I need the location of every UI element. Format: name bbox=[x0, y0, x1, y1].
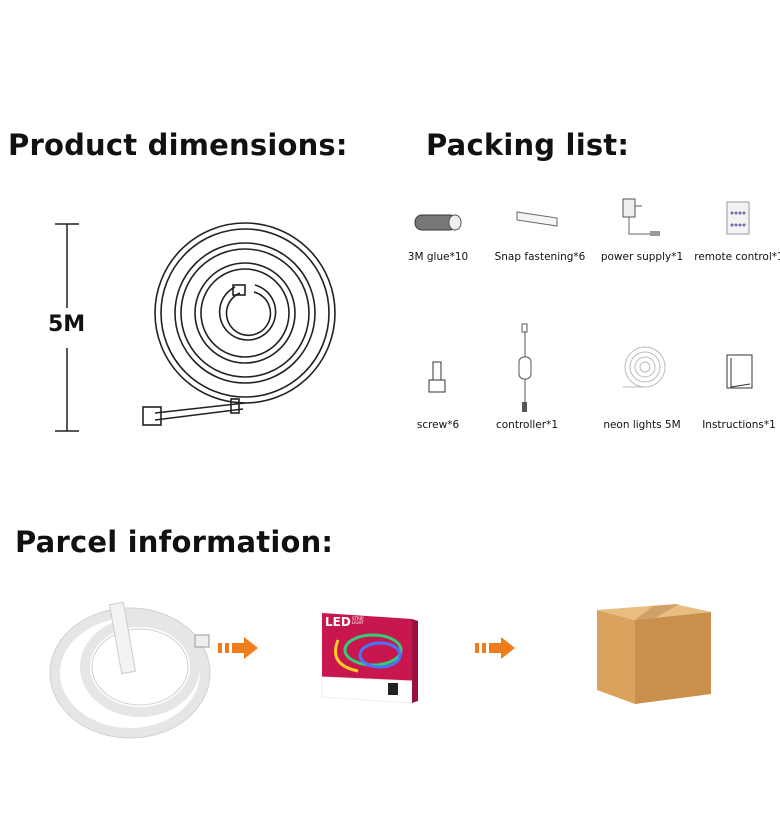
packing-item-label: screw*6 bbox=[416, 419, 460, 431]
packing-item-label: power supply*1 bbox=[600, 251, 684, 263]
length-label: 5M bbox=[48, 312, 86, 337]
arrow-right-icon bbox=[475, 637, 515, 659]
box-brand: LED bbox=[325, 615, 351, 629]
screw-icon bbox=[428, 361, 446, 393]
product-dimensions-title: Product dimensions: bbox=[8, 128, 348, 162]
packing-item-label: Snap fastening*6 bbox=[494, 251, 586, 263]
adapter-icon bbox=[622, 198, 660, 236]
controller-icon bbox=[518, 323, 532, 412]
packing-list-title: Packing list: bbox=[426, 128, 630, 162]
packing-item-label: neon lights 5M bbox=[603, 419, 681, 431]
retail-box: LED STRIP LIGHT bbox=[318, 605, 418, 705]
manual-icon bbox=[726, 354, 753, 389]
remote-icon bbox=[726, 201, 750, 235]
packing-item-label: remote control*1 bbox=[694, 251, 780, 263]
clip-icon bbox=[516, 211, 558, 227]
neon-coil-photo bbox=[49, 601, 211, 739]
packing-item-label: controller*1 bbox=[495, 419, 559, 431]
parcel-information-title: Parcel information: bbox=[15, 525, 334, 559]
packing-item-label: 3M glue*10 bbox=[407, 251, 469, 263]
shipping-carton bbox=[597, 604, 711, 704]
neon-coil-drawing bbox=[142, 222, 336, 426]
arrow-right-icon bbox=[218, 637, 258, 659]
box-subtitle: STRIP LIGHT bbox=[352, 616, 364, 625]
coil-icon bbox=[623, 346, 666, 388]
glue-strip-icon bbox=[414, 214, 462, 231]
dimension-line-icon bbox=[50, 223, 90, 432]
packing-item-label: Instructions*1 bbox=[702, 419, 776, 431]
